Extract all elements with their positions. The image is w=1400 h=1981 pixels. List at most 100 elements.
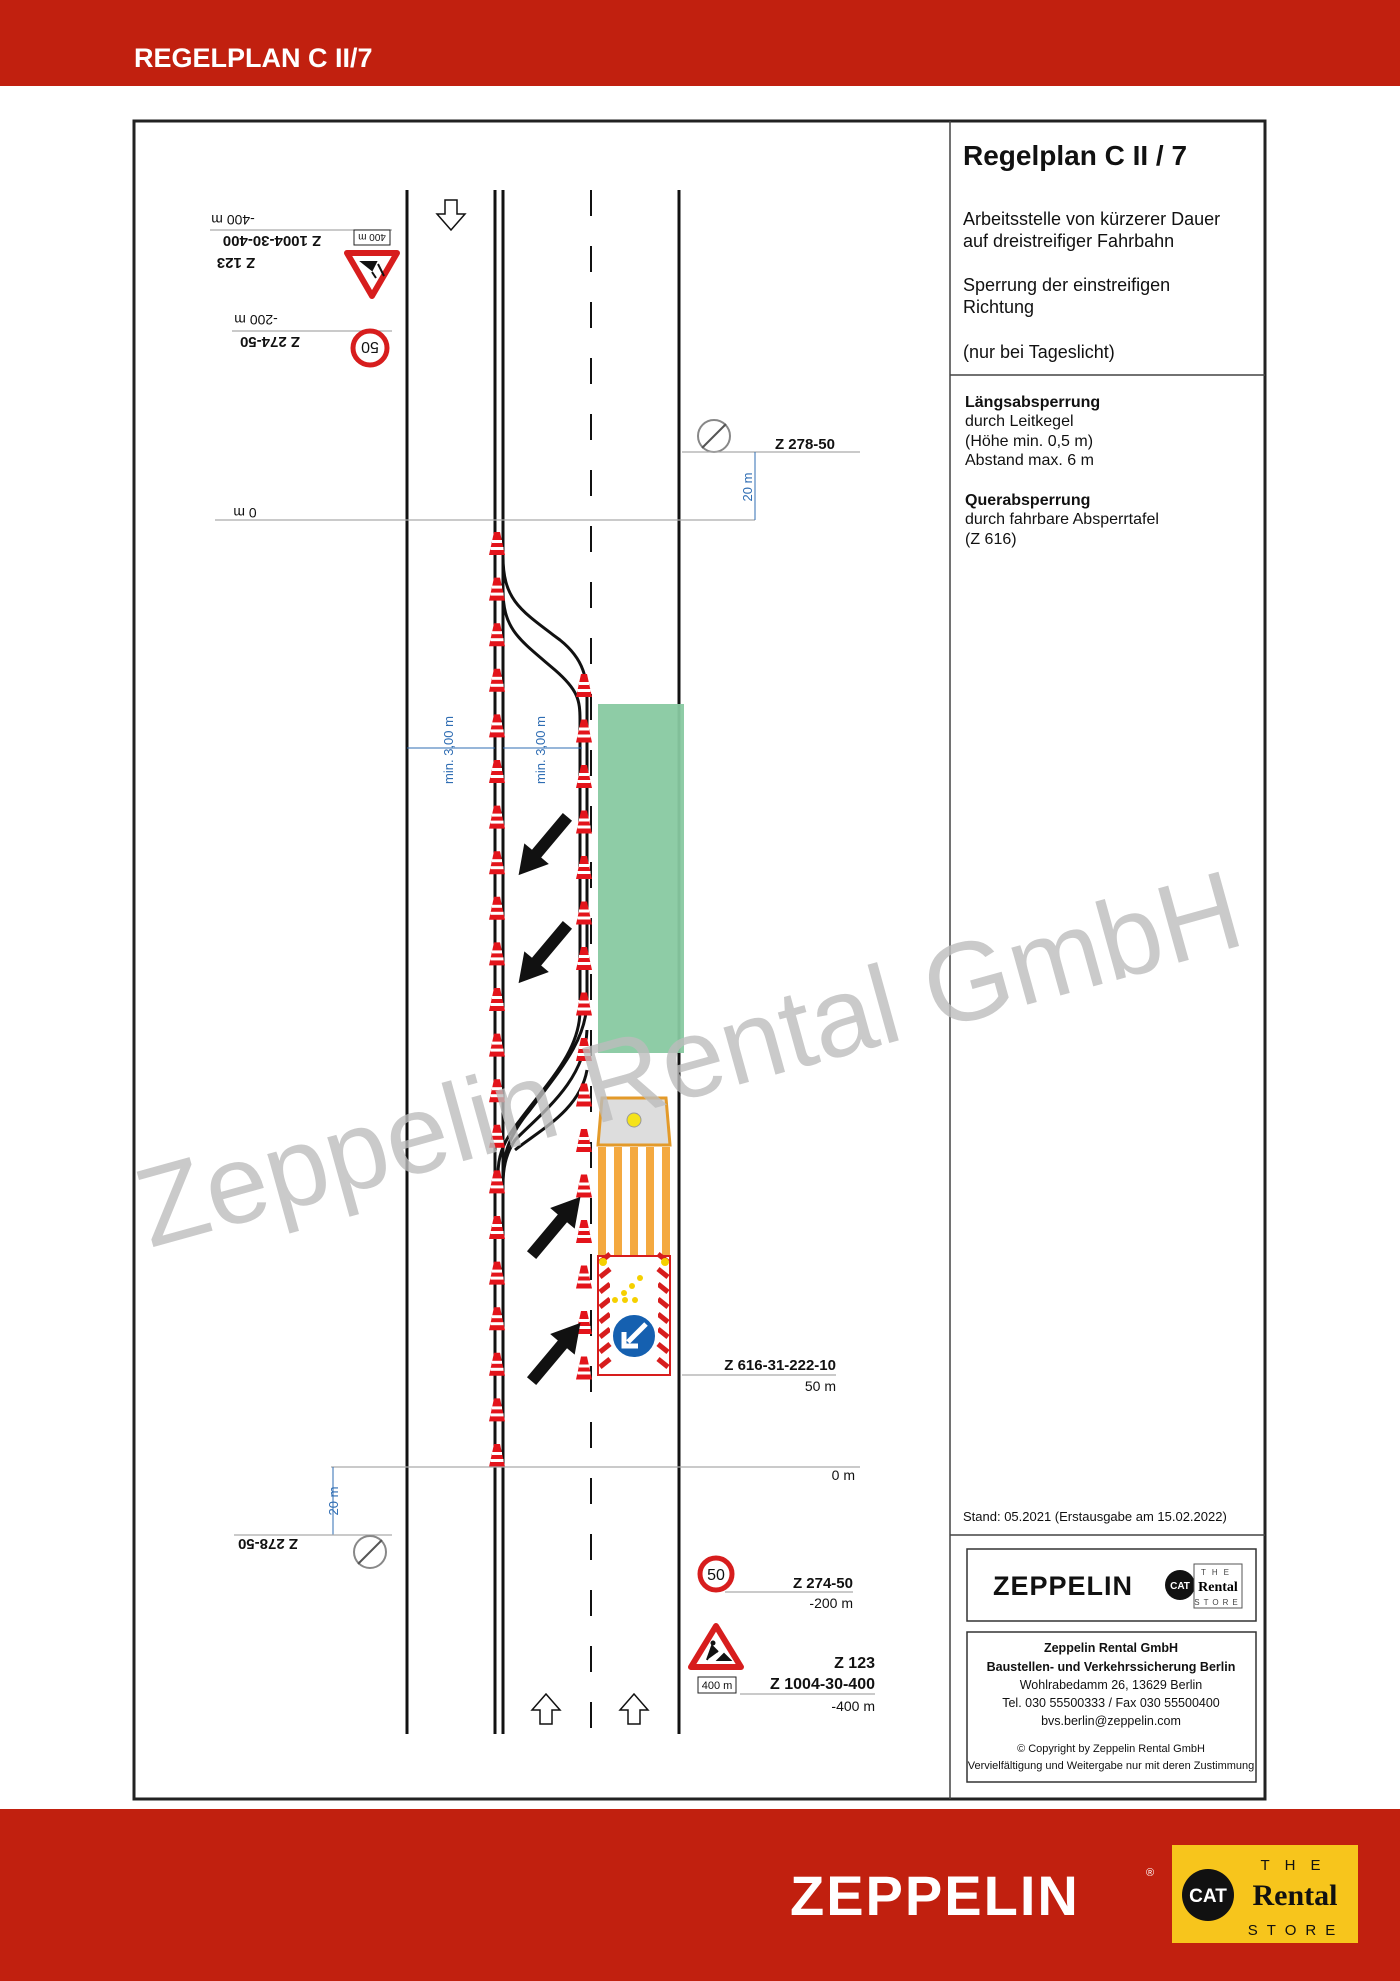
desc-line: Sperrung der einstreifigen	[963, 275, 1170, 295]
laengs-line: durch Leitkegel	[965, 413, 1074, 430]
speed-limit-sign-icon	[350, 328, 390, 368]
upper-signs-reversed: -400 m Z 1004-30-400 Z 123 -200 m Z 274-…	[210, 212, 392, 521]
laengs-heading: Längsabsperrung	[965, 394, 1100, 411]
z1004-label: Z 1004-30-400	[770, 1676, 875, 1693]
lane-width-dimensions: min. 3,00 m min. 3,00 m	[407, 716, 582, 784]
traffic-cone-icon	[489, 668, 505, 692]
z274-label: Z 274-50	[793, 1575, 853, 1592]
svg-text:bvs.berlin@zeppelin.com: bvs.berlin@zeppelin.com	[1041, 1714, 1181, 1728]
svg-text:Zeppelin Rental GmbH: Zeppelin Rental GmbH	[1044, 1641, 1178, 1655]
svg-text:© Copyright by Zeppelin Rental: © Copyright by Zeppelin Rental GmbH	[1017, 1743, 1205, 1755]
svg-text:Rental: Rental	[1253, 1879, 1338, 1912]
svg-text:CAT: CAT	[1170, 1581, 1190, 1592]
traffic-cone-icon	[489, 1216, 505, 1239]
stand-text: Stand: 05.2021 (Erstausgabe am 15.02.202…	[963, 1509, 1227, 1524]
dist400-top: -400 m	[211, 212, 255, 228]
traffic-cone-icon	[489, 532, 505, 555]
quer-line: durch fahrbare Absperrtafel	[965, 511, 1159, 528]
traffic-cone-icon	[489, 1352, 505, 1376]
desc-line: auf dreistreifiger Fahrbahn	[963, 231, 1174, 251]
traffic-cone-icon	[576, 1220, 592, 1243]
traffic-cone-icon	[489, 988, 505, 1011]
vehicle-stripe	[646, 1147, 654, 1255]
desc-line: (nur bei Tageslicht)	[963, 342, 1115, 362]
safety-trailer-vehicle	[596, 1096, 672, 1376]
titleblock: Regelplan C II / 7 Arbeitsstelle von kür…	[963, 140, 1227, 1524]
vehicle-body-stripes	[598, 1147, 670, 1255]
desc-line: Richtung	[963, 297, 1034, 317]
traffic-cone-icon	[576, 1038, 592, 1061]
traffic-cone-icon	[489, 1261, 505, 1285]
traffic-cone-icon	[576, 674, 592, 697]
cat-logo-icon	[1165, 1570, 1195, 1600]
arrow-up-icon	[530, 1692, 562, 1725]
traffic-cone-icon	[576, 1083, 592, 1107]
traffic-cone-icon	[576, 1129, 592, 1152]
svg-text:CAT: CAT	[1189, 1886, 1227, 1907]
desc-line: Arbeitsstelle von kürzerer Dauer	[963, 209, 1220, 229]
chevron-stripe	[598, 1327, 670, 1339]
traffic-cone-icon	[489, 760, 505, 783]
work-area	[598, 704, 684, 1053]
chevron-stripe	[598, 1357, 670, 1369]
chevron-stripe	[598, 1282, 670, 1294]
end-speed-limit-bottom-label: Z 278-50	[238, 1535, 298, 1552]
vehicle-stripe	[606, 1147, 614, 1255]
zero-label-bottom: 0 m	[832, 1467, 855, 1483]
traffic-cone-icon	[576, 1311, 592, 1334]
z1004-top: Z 1004-30-400	[223, 232, 321, 249]
svg-text:STORE: STORE	[1194, 1598, 1241, 1607]
traffic-cone-icon	[576, 1174, 592, 1198]
vehicle-stripe	[638, 1147, 646, 1255]
arrow-up-right-icon	[526, 1322, 581, 1385]
traffic-cone-icon	[576, 947, 592, 970]
chevron-stripe	[598, 1297, 670, 1309]
traffic-cone-icon	[489, 577, 505, 601]
traffic-cone-icon	[489, 1033, 505, 1057]
speed-limit-sign-icon	[697, 1555, 735, 1593]
traffic-cone-icon	[576, 856, 592, 879]
chevron-stripe	[598, 1342, 670, 1354]
svg-text:20 m: 20 m	[740, 473, 755, 502]
traffic-cone-icon	[489, 714, 505, 738]
cones	[489, 532, 592, 1467]
shift-line	[496, 1009, 582, 1176]
svg-text:-200 m: -200 m	[809, 1595, 853, 1611]
svg-text:STORE: STORE	[1248, 1922, 1344, 1939]
svg-text:400 m: 400 m	[702, 1680, 733, 1692]
registered-mark: ®	[1146, 1867, 1154, 1879]
svg-text:400 m: 400 m	[358, 231, 386, 242]
vehicle-stripe	[614, 1147, 622, 1255]
svg-text:Vervielfältigung und Weitergab: Vervielfältigung und Weitergabe nur mit …	[968, 1760, 1255, 1772]
warning-lights	[599, 1258, 669, 1303]
traffic-cone-icon	[576, 1356, 592, 1380]
z616-distance: 50 m	[805, 1378, 836, 1394]
vehicle-stripe	[654, 1147, 662, 1255]
arrow-up-icon	[618, 1692, 650, 1725]
traffic-cone-icon	[489, 1170, 505, 1194]
vehicle-stripe	[622, 1147, 630, 1255]
address-box: Zeppelin Rental GmbH Baustellen- und Ver…	[966, 1631, 1257, 1783]
roadworks-sign-icon	[688, 1623, 744, 1670]
footer-bar	[0, 1809, 1400, 1981]
distance-plate	[353, 229, 391, 246]
direction-arrows	[518, 813, 581, 1385]
svg-text:Tel. 030 55500333 / Fax 030 55: Tel. 030 55500333 / Fax 030 55500400	[1002, 1696, 1220, 1710]
zeppelin-logo: ZEPPELIN	[993, 1571, 1133, 1601]
traffic-cone-icon	[576, 992, 592, 1016]
traffic-cone-icon	[489, 896, 505, 920]
svg-text:THE: THE	[1201, 1568, 1235, 1577]
traffic-cone-icon	[576, 901, 592, 925]
upper-signs-icons: 400 m 50	[344, 229, 400, 368]
vehicle-stripe	[662, 1147, 670, 1255]
distance-plate	[697, 1676, 737, 1694]
arrow-down-left-icon	[518, 813, 573, 876]
shift-line	[501, 999, 589, 1181]
svg-text:Baustellen- und Verkehrssicher: Baustellen- und Verkehrssicherung Berlin	[987, 1660, 1236, 1674]
shift-line	[501, 1029, 589, 1186]
dist200-top: -200 m	[234, 312, 278, 328]
traffic-cone-icon	[489, 851, 505, 875]
end-speed-limit-top: Z 278-50 20 m	[682, 419, 860, 520]
quer-line: (Z 616)	[965, 531, 1017, 548]
z274-top: Z 274-50	[240, 333, 300, 350]
